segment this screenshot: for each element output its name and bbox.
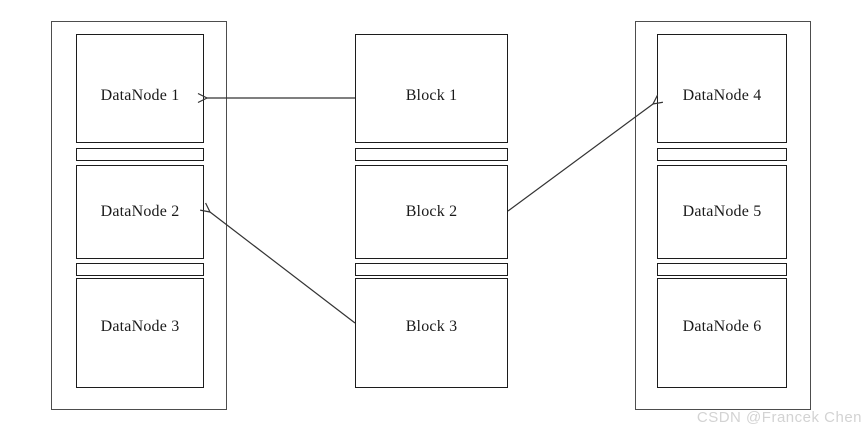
datanode-1-label: DataNode 1 xyxy=(100,86,180,104)
datanode-6-box: DataNode 6 xyxy=(657,278,787,388)
datanode-2-label: DataNode 2 xyxy=(100,203,180,220)
datanode-5-label: DataNode 5 xyxy=(682,203,762,220)
rack-2 xyxy=(635,21,811,410)
block-1-label: Block 1 xyxy=(405,86,458,104)
datanode-6-label: DataNode 6 xyxy=(682,318,762,335)
datanode-4-label: DataNode 4 xyxy=(682,86,762,104)
rack-1-separator-slot-1 xyxy=(76,148,204,161)
block-2-box: Block 2 xyxy=(355,165,508,259)
rack-1-separator-slot-2 xyxy=(76,263,204,276)
datanode-2-box: DataNode 2 xyxy=(76,165,204,259)
datanode-5-box: DataNode 5 xyxy=(657,165,787,259)
block-separator-slot-1 xyxy=(355,148,508,161)
rack-2-separator-slot-2 xyxy=(657,263,787,276)
datanode-4-box: DataNode 4 xyxy=(657,34,787,143)
rack-2-separator-slot-1 xyxy=(657,148,787,161)
datanode-1-box: DataNode 1 xyxy=(76,34,204,143)
arrow-block2-to-datanode4 xyxy=(507,94,664,212)
block-2-label: Block 2 xyxy=(405,203,458,220)
block-separator-slot-2 xyxy=(355,263,508,276)
watermark: CSDN @Francek Chen xyxy=(696,409,862,426)
block-1-box: Block 1 xyxy=(355,34,508,143)
datanode-3-label: DataNode 3 xyxy=(100,318,180,335)
block-3-label: Block 3 xyxy=(405,318,458,335)
arrow-block3-to-datanode2 xyxy=(200,202,356,324)
datanode-3-box: DataNode 3 xyxy=(76,278,204,388)
block-3-box: Block 3 xyxy=(355,278,508,388)
